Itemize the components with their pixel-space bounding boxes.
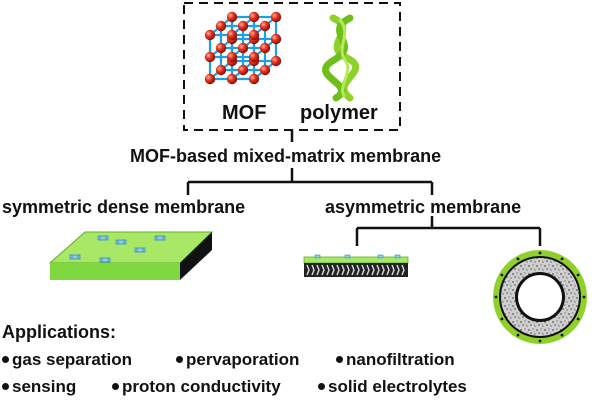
finger-pore [351,264,355,276]
metal-node [248,73,260,85]
mof-particle-dot [576,273,580,277]
metal-node [270,55,282,67]
finger-pore [401,264,405,276]
mof-lattice-icon [204,11,282,85]
finger-pore [331,264,335,276]
metal-node [215,20,227,32]
finger-pore [391,264,395,276]
asymmetric-flat-membrane [303,254,409,277]
metal-node [248,29,260,41]
application-item: gas separation [2,350,132,370]
metal-node [270,11,282,23]
mof-particles-icon [69,235,166,263]
bullet-icon [2,383,9,391]
metal-node [226,51,238,63]
polymer-strand-icon [322,14,360,102]
finger-pore [361,264,365,276]
metal-node [270,33,282,45]
polymer-label: polymer [300,102,378,124]
mof-particle-dot [560,333,564,337]
symmetric-membrane-label: symmetric dense membrane [2,197,246,217]
metal-node [259,20,271,32]
finger-pore [306,264,310,276]
metal-node [215,64,227,76]
mof-particle-dot [516,257,520,261]
finger-pore [366,264,370,276]
finger-pore [386,264,390,276]
mof-particle-dot [516,333,520,337]
metal-node [204,29,216,41]
application-item: solid electrolytes [318,377,467,397]
bullet-icon [336,356,343,364]
mof-particle-dot [538,251,542,255]
metal-node [237,64,249,76]
application-item: pervaporation [176,350,299,370]
finger-pore [341,264,345,276]
finger-pore [311,264,315,276]
mof-particle-dot [582,295,586,299]
asymmetric-membrane-label: asymmetric membrane [325,197,522,217]
metal-node [248,51,260,63]
metal-node [226,73,238,85]
mof-particle-dot [560,257,564,261]
bullet-icon [176,356,183,364]
applications-title: Applications: [2,322,117,342]
finger-pore [381,264,385,276]
finger-pore [336,264,340,276]
finger-pore [376,264,380,276]
application-item: nanofiltration [336,350,455,370]
tree-connectors [186,130,542,246]
symmetric-membrane-slab [48,231,214,280]
finger-pore [371,264,375,276]
mof-particle-dot [500,273,504,277]
metal-node [226,11,238,23]
finger-pore [316,264,320,276]
hollow-fiber-membrane [493,250,587,344]
mof-label: MOF [222,102,267,124]
mof-particle-dot [576,317,580,321]
metal-node [248,11,260,23]
mof-particle-dot [494,295,498,299]
finger-pore [396,264,400,276]
finger-pore [326,264,330,276]
metal-node [259,64,271,76]
metal-node [204,51,216,63]
bullet-icon [112,383,119,391]
metal-node [215,42,227,54]
metal-node [226,29,238,41]
metal-node [259,42,271,54]
finger-pore [321,264,325,276]
mof-particle-dot [500,317,504,321]
application-item: sensing [2,377,76,397]
finger-pore [356,264,360,276]
bullet-icon [2,356,9,364]
finger-pore [346,264,350,276]
application-item: proton conductivity [112,377,281,397]
mixed-matrix-membrane-label: MOF-based mixed-matrix membrane [130,146,442,166]
bullet-icon [318,383,325,391]
metal-node [237,42,249,54]
mof-particle-dot [538,339,542,343]
metal-node [237,20,249,32]
metal-node [204,73,216,85]
